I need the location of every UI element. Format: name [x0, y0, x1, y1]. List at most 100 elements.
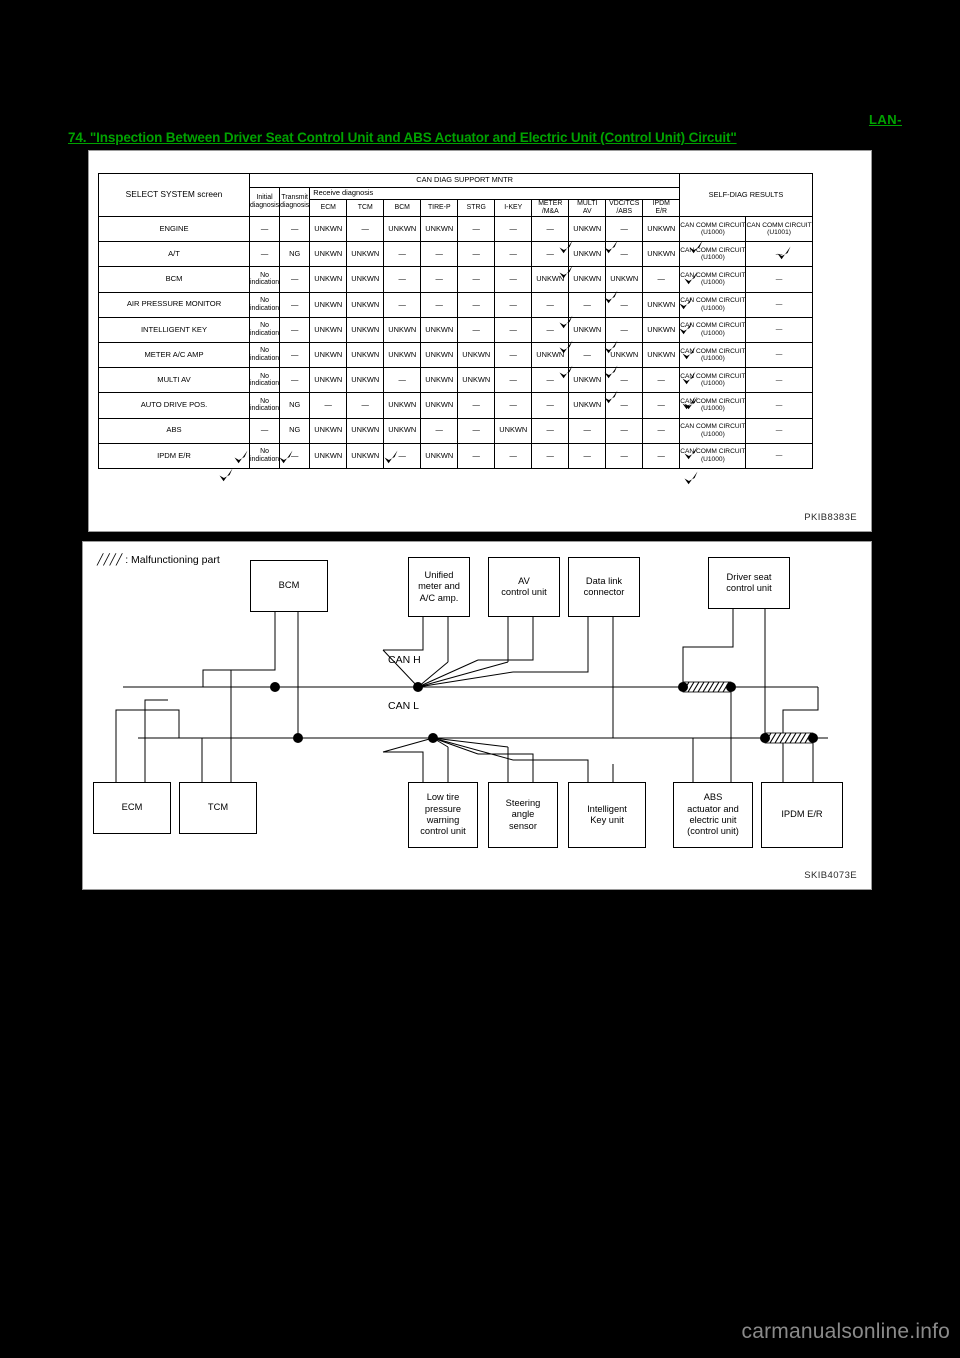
header-receive-tire-p: TIRE-P: [420, 199, 459, 217]
cell-receive: —: [383, 291, 422, 318]
cell-self-diag-1: CAN COMM CIRCUIT(U1000): [679, 241, 747, 268]
cell-receive: UNKWN: [420, 442, 459, 469]
cell-receive: UNKWN: [383, 215, 422, 243]
cell-receive: UNKWN: [309, 417, 348, 444]
cell-transmit-diagnosis: NG: [279, 392, 311, 419]
cell-transmit-diagnosis: —: [279, 215, 311, 243]
cell-receive: —: [494, 392, 533, 419]
cell-self-diag-2: —: [745, 291, 813, 318]
cell-receive: —: [642, 417, 681, 444]
cell-receive: UNKWN: [383, 392, 422, 419]
diagram-box-label: ECM: [121, 802, 143, 813]
cell-initial-diagnosis: —: [248, 215, 281, 243]
figure-code-table: PKIB8383E: [804, 512, 857, 523]
cell-receive: —: [531, 367, 570, 394]
cell-transmit-diagnosis: NG: [279, 417, 311, 444]
cell-receive: —: [383, 241, 422, 268]
diagram-box-tcm: TCM: [179, 782, 257, 834]
cell-receive: UNKWN: [346, 341, 385, 369]
cell-receive: —: [420, 417, 459, 444]
cell-receive: UNKWN: [309, 367, 348, 394]
cell-transmit-diagnosis: —: [279, 367, 311, 394]
cell-receive: UNKWN: [457, 341, 496, 369]
cell-receive: —: [531, 417, 570, 444]
cell-receive: —: [420, 266, 459, 293]
cell-receive: UNKWN: [346, 291, 385, 318]
cell-receive: —: [457, 266, 496, 293]
cell-self-diag-2: —: [745, 241, 813, 268]
cell-receive: UNKWN: [605, 266, 644, 293]
cell-receive: —: [494, 442, 533, 469]
cell-receive: —: [346, 392, 385, 419]
cell-receive: UNKWN: [642, 215, 681, 243]
diagram-box-ipdm-er: IPDM E/R: [761, 782, 843, 848]
bus-label-can-h: CAN H: [388, 654, 421, 666]
row-label: BCM: [98, 266, 250, 293]
cell-receive: UNKWN: [531, 341, 570, 369]
cell-self-diag-1: CAN COMM CIRCUIT(U1000): [679, 341, 747, 369]
cell-self-diag-1: CAN COMM CIRCUIT(U1000): [679, 316, 747, 343]
cell-receive: UNKWN: [346, 266, 385, 293]
diagram-box-bcm: BCM: [250, 560, 328, 612]
legend-malfunctioning-part: ╱╱╱╱ : Malfunctioning part: [97, 554, 220, 566]
diagram-box-label: IPDM E/R: [781, 809, 823, 820]
cell-receive: —: [605, 367, 644, 394]
diagram-box-ecm: ECM: [93, 782, 171, 834]
cell-receive: —: [457, 392, 496, 419]
cell-self-diag-2: —: [745, 417, 813, 444]
cell-transmit-diagnosis: —: [279, 316, 311, 343]
cell-receive: UNKWN: [568, 266, 607, 293]
cell-receive: —: [605, 316, 644, 343]
cell-receive: —: [383, 442, 422, 469]
row-label: INTELLIGENT KEY: [98, 316, 250, 343]
cell-receive: UNKWN: [642, 316, 681, 343]
row-label: ENGINE: [98, 215, 250, 243]
cell-receive: UNKWN: [420, 215, 459, 243]
figure-code-diagram: SKIB4073E: [804, 870, 857, 881]
cell-receive: —: [568, 417, 607, 444]
cell-receive: —: [605, 291, 644, 318]
handwritten-check-mark: [218, 467, 234, 484]
cell-self-diag-1: CAN COMM CIRCUIT(U1000): [679, 417, 747, 444]
cell-receive: —: [457, 241, 496, 268]
cell-receive: —: [531, 392, 570, 419]
cell-receive: UNKWN: [531, 266, 570, 293]
cell-initial-diagnosis: —: [248, 417, 281, 444]
cell-receive: —: [531, 241, 570, 268]
cell-receive: UNKWN: [309, 316, 348, 343]
cell-receive: —: [494, 241, 533, 268]
cell-receive: —: [457, 417, 496, 444]
cell-self-diag-2: —: [745, 367, 813, 394]
cell-receive: —: [531, 442, 570, 469]
header-receive-bcm: BCM: [383, 199, 422, 217]
cell-receive: —: [420, 291, 459, 318]
diagram-box-label: TCM: [207, 802, 229, 813]
header-receive-strg: STRG: [457, 199, 496, 217]
cell-self-diag-1: CAN COMM CIRCUIT(U1000): [679, 367, 747, 394]
cell-receive: —: [531, 215, 570, 243]
cell-receive: —: [494, 266, 533, 293]
cell-receive: —: [383, 266, 422, 293]
page-title: 74. "Inspection Between Driver Seat Cont…: [68, 130, 737, 145]
cell-receive: UNKWN: [568, 392, 607, 419]
cell-receive: —: [346, 215, 385, 243]
cell-receive: UNKWN: [346, 316, 385, 343]
cell-receive: UNKWN: [568, 367, 607, 394]
